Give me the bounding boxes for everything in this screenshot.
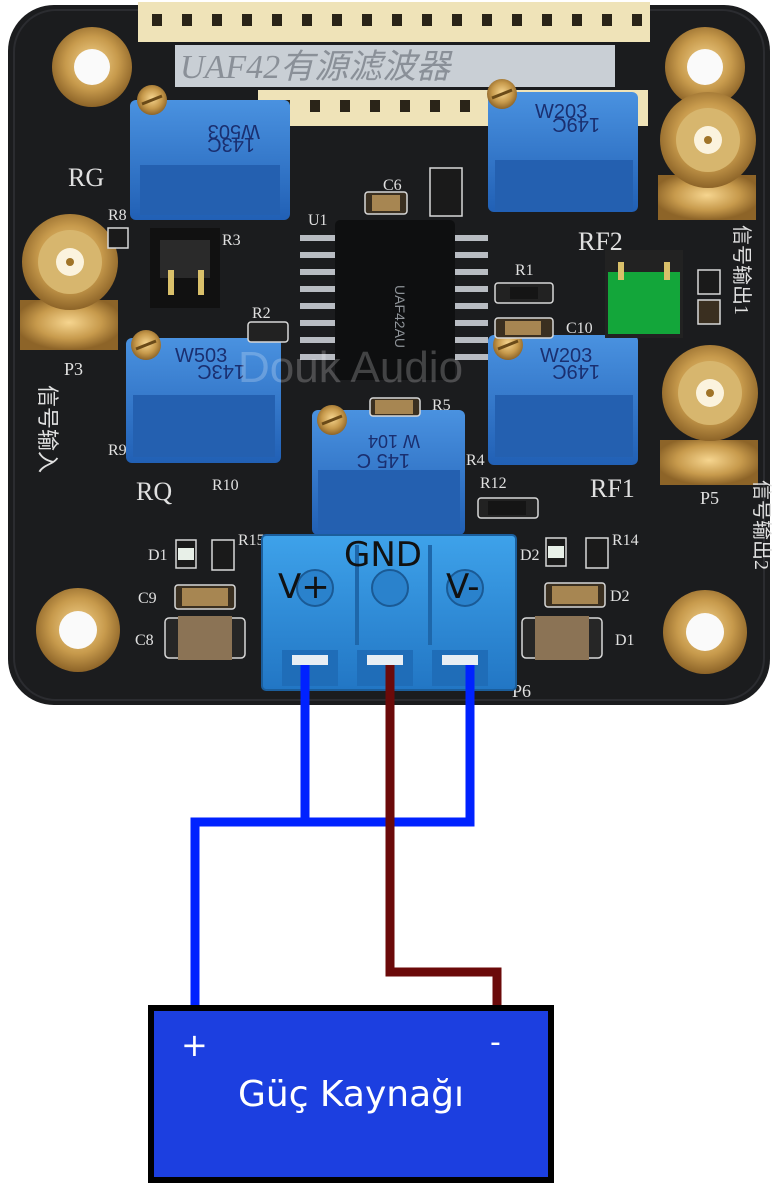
side-text-input: 信号输入 bbox=[35, 385, 60, 473]
label-r3: R3 bbox=[222, 232, 241, 249]
label-u1: U1 bbox=[308, 212, 328, 229]
side-text-output-1: 信号输出1 bbox=[730, 225, 753, 315]
wire-vplus bbox=[190, 665, 310, 1008]
side-text-output-2: 信号输出2 bbox=[750, 480, 773, 570]
label-rg: RG bbox=[68, 163, 104, 192]
label-c1: C6 bbox=[383, 177, 402, 194]
jumper-black bbox=[150, 228, 220, 308]
potentiometer-center: W 104 145 C bbox=[312, 405, 465, 535]
chip-marking: UAF42AU bbox=[392, 285, 408, 348]
power-supply-plus: + bbox=[181, 1026, 208, 1064]
label-r15: R15 bbox=[238, 532, 265, 549]
label-r8: R8 bbox=[108, 207, 127, 224]
pot-rf2-code: W203 bbox=[535, 101, 587, 123]
pin-header-top bbox=[138, 2, 650, 42]
pot-rf1-sub: 149C bbox=[552, 360, 600, 382]
label-r9: R9 bbox=[108, 442, 127, 459]
board-title: UAF42有源滤波器 bbox=[180, 49, 453, 86]
potentiometer-rq: W503 143C bbox=[126, 330, 281, 463]
mounting-hole-bottom-right bbox=[663, 590, 747, 674]
label-c8: C10 bbox=[566, 320, 593, 337]
label-rq: RQ bbox=[136, 477, 172, 506]
terminal-label-gnd: GND bbox=[344, 535, 422, 575]
label-d1: D1 bbox=[148, 547, 168, 564]
label-p3: P3 bbox=[64, 359, 83, 379]
label-c6: C8 bbox=[135, 632, 154, 649]
label-r4: R4 bbox=[466, 452, 485, 469]
mounting-hole-top-right bbox=[665, 27, 745, 107]
terminal-label-vplus: V+ bbox=[278, 567, 330, 607]
label-c9: D1 bbox=[615, 632, 635, 649]
label-d2: D2 bbox=[520, 547, 540, 564]
label-p5: P5 bbox=[700, 488, 719, 508]
pot-center-sub: 145 C bbox=[357, 449, 410, 471]
ic-chip-u1: UAF42AU bbox=[300, 220, 488, 380]
potentiometer-rf2: W203 149C bbox=[487, 79, 638, 212]
pot-rq-sub: 143C bbox=[197, 360, 245, 382]
board-title-plate: UAF42有源滤波器 bbox=[175, 45, 615, 87]
sma-connector-output-2 bbox=[660, 345, 758, 485]
sma-connector-input bbox=[20, 214, 118, 350]
label-r1: R1 bbox=[515, 262, 534, 279]
pot-rg-sub: 143C bbox=[207, 133, 255, 155]
label-r2: R2 bbox=[252, 305, 271, 322]
label-r10: R10 bbox=[212, 477, 239, 494]
wire-vminus bbox=[305, 665, 475, 827]
label-r14: R14 bbox=[612, 532, 639, 549]
potentiometer-rf1: W203 149C bbox=[488, 330, 638, 465]
label-r5: R5 bbox=[432, 397, 451, 414]
potentiometer-rg: W503 143C bbox=[130, 85, 290, 220]
power-supply-minus: - bbox=[490, 1025, 501, 1060]
pot-center-code: W 104 bbox=[368, 431, 420, 451]
label-c10: D2 bbox=[610, 588, 630, 605]
label-c7: C9 bbox=[138, 590, 157, 607]
jumper-green bbox=[605, 250, 683, 338]
mounting-hole-bottom-left bbox=[36, 588, 120, 672]
pot-rg-code: W503 bbox=[208, 120, 260, 142]
power-supply-box bbox=[148, 1005, 554, 1183]
label-rf2: RF2 bbox=[578, 227, 623, 256]
sma-connector-output-1 bbox=[658, 92, 756, 220]
pot-rf2-sub: 149C bbox=[552, 113, 600, 135]
pot-rq-code: W503 bbox=[175, 345, 227, 367]
smd-components bbox=[107, 167, 721, 660]
mounting-hole-top-left bbox=[52, 27, 132, 107]
pcb-board: UAF42有源滤波器 bbox=[8, 2, 773, 705]
wire-gnd bbox=[385, 665, 502, 1008]
terminal-label-vminus: V- bbox=[446, 567, 480, 607]
watermark: Douk Audio bbox=[238, 343, 463, 392]
pot-rf1-code: W203 bbox=[540, 345, 592, 367]
label-rf1: RF1 bbox=[590, 474, 635, 503]
label-r12: R12 bbox=[480, 475, 507, 492]
power-supply-label: Güç Kaynağı bbox=[238, 1074, 464, 1115]
